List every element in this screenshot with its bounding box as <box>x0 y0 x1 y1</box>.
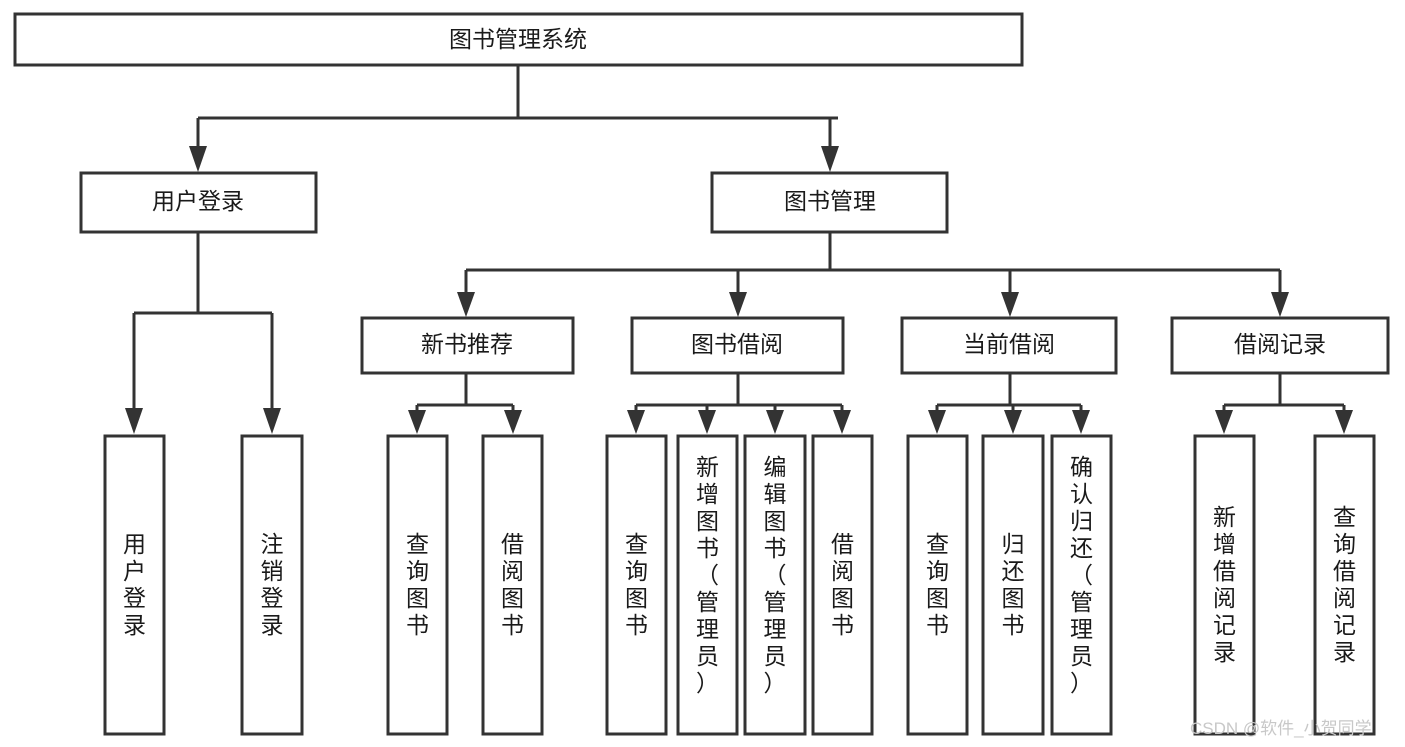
node-book-management-box[interactable] <box>710 171 949 234</box>
arrow-head-icon <box>1004 410 1022 434</box>
arrow-head-icon <box>1335 410 1353 434</box>
node-borrow-record-box[interactable] <box>1170 316 1390 375</box>
leaf-node-label: 编辑图书（管理员） <box>764 454 787 696</box>
leaf-node-layer: 用户登录 注销登录 查询图书 借阅图书 查询图书 新增图书（管理员） 编辑图书（管理员） 借阅… <box>103 434 1376 736</box>
node-current-borrow-label: 当前借阅 <box>963 331 1055 357</box>
node-book-borrow[interactable]: 图书借阅 <box>630 316 845 375</box>
leaf-node-label: 借阅图书 <box>501 531 524 638</box>
arrow-head-icon <box>766 410 784 434</box>
leaf-node-box[interactable] <box>811 434 874 736</box>
leaf-node-label: 新增图书（管理员） <box>696 454 719 696</box>
leaf-node[interactable]: 查询图书 <box>386 434 449 736</box>
node-user-login-label: 用户登录 <box>152 188 244 214</box>
node-book-management[interactable]: 图书管理 <box>710 171 949 234</box>
node-current-borrow-box[interactable] <box>900 316 1118 375</box>
node-user-login-box[interactable] <box>79 171 318 234</box>
leaf-node-label: 查询图书 <box>926 531 949 638</box>
leaf-node[interactable]: 查询图书 <box>605 434 668 736</box>
leaf-node-box[interactable] <box>103 434 166 736</box>
arrow-head-icon <box>698 410 716 434</box>
leaf-node[interactable]: 归还图书 <box>981 434 1045 736</box>
leaf-node[interactable]: 查询借阅记录 <box>1313 434 1376 736</box>
leaf-node[interactable]: 借阅图书 <box>481 434 544 736</box>
node-new-book-recommend-label: 新书推荐 <box>421 331 513 357</box>
arrow-head-icon <box>408 410 426 434</box>
leaf-node-label: 查询借阅记录 <box>1333 504 1356 665</box>
arrow-head-icon <box>1072 410 1090 434</box>
leaf-node[interactable]: 新增图书（管理员） <box>676 434 739 736</box>
leaf-node[interactable]: 确认归还（管理员） <box>1050 434 1113 736</box>
arrow-head-icon <box>627 410 645 434</box>
leaf-node[interactable]: 用户登录 <box>103 434 166 736</box>
leaf-node[interactable]: 编辑图书（管理员） <box>743 434 807 736</box>
arrow-head-icon <box>457 292 475 317</box>
connector-current-borrow-to-leaves <box>928 373 1090 434</box>
leaf-node-box[interactable] <box>906 434 969 736</box>
leaf-node-box[interactable] <box>240 434 304 736</box>
arrow-head-icon <box>1001 292 1019 317</box>
leaf-node-label: 查询图书 <box>625 531 648 638</box>
leaf-node-label: 归还图书 <box>1002 531 1025 638</box>
connector-root-to-level2 <box>189 65 839 172</box>
node-root[interactable]: 图书管理系统 <box>13 12 1024 67</box>
leaf-node[interactable]: 查询图书 <box>906 434 969 736</box>
leaf-node-box[interactable] <box>676 434 739 736</box>
node-user-login[interactable]: 用户登录 <box>79 171 318 234</box>
node-new-book-recommend[interactable]: 新书推荐 <box>360 316 575 375</box>
arrow-head-icon <box>189 146 207 172</box>
connector-user-login-to-leaves <box>125 232 281 434</box>
leaf-node-box[interactable] <box>1313 434 1376 736</box>
node-borrow-record-label: 借阅记录 <box>1234 331 1326 357</box>
connector-book-borrow-to-leaves <box>627 373 851 434</box>
connector-new-book-to-leaves <box>408 373 522 434</box>
leaf-node-box[interactable] <box>743 434 807 736</box>
watermark-text: CSDN @软件_小贺同学 <box>1190 719 1372 738</box>
arrow-head-icon <box>1215 410 1233 434</box>
arrow-head-icon <box>125 408 143 434</box>
leaf-node-label: 注销登录 <box>261 531 284 638</box>
node-book-borrow-box[interactable] <box>630 316 845 375</box>
arrow-head-icon <box>1271 292 1289 317</box>
leaf-node-label: 确认归还（管理员） <box>1070 454 1093 696</box>
node-book-borrow-label: 图书借阅 <box>691 331 783 357</box>
leaf-node-box[interactable] <box>981 434 1045 736</box>
arrow-head-icon <box>833 410 851 434</box>
arrow-head-icon <box>821 146 839 172</box>
leaf-node[interactable]: 新增借阅记录 <box>1193 434 1256 736</box>
leaf-node-label: 查询图书 <box>406 531 429 638</box>
connector-book-management-to-level3 <box>457 232 1289 317</box>
leaf-node-box[interactable] <box>386 434 449 736</box>
leaf-node-label: 用户登录 <box>123 531 146 638</box>
node-new-book-recommend-box[interactable] <box>360 316 575 375</box>
leaf-node[interactable]: 注销登录 <box>240 434 304 736</box>
leaf-node-box[interactable] <box>1050 434 1113 736</box>
arrow-head-icon <box>263 408 281 434</box>
arrow-head-icon <box>729 292 747 317</box>
leaf-node-box[interactable] <box>605 434 668 736</box>
leaf-node[interactable]: 借阅图书 <box>811 434 874 736</box>
leaf-node-box[interactable] <box>1193 434 1256 736</box>
node-root-label: 图书管理系统 <box>449 26 587 52</box>
node-book-management-label: 图书管理 <box>784 188 876 214</box>
arrow-head-icon <box>928 410 946 434</box>
node-current-borrow[interactable]: 当前借阅 <box>900 316 1118 375</box>
leaf-node-box[interactable] <box>481 434 544 736</box>
node-root-box[interactable] <box>13 12 1024 67</box>
arrow-head-icon <box>504 410 522 434</box>
leaf-node-label: 新增借阅记录 <box>1213 504 1236 665</box>
connector-borrow-record-to-leaves <box>1215 373 1353 434</box>
leaf-node-label: 借阅图书 <box>831 531 854 638</box>
node-borrow-record[interactable]: 借阅记录 <box>1170 316 1390 375</box>
